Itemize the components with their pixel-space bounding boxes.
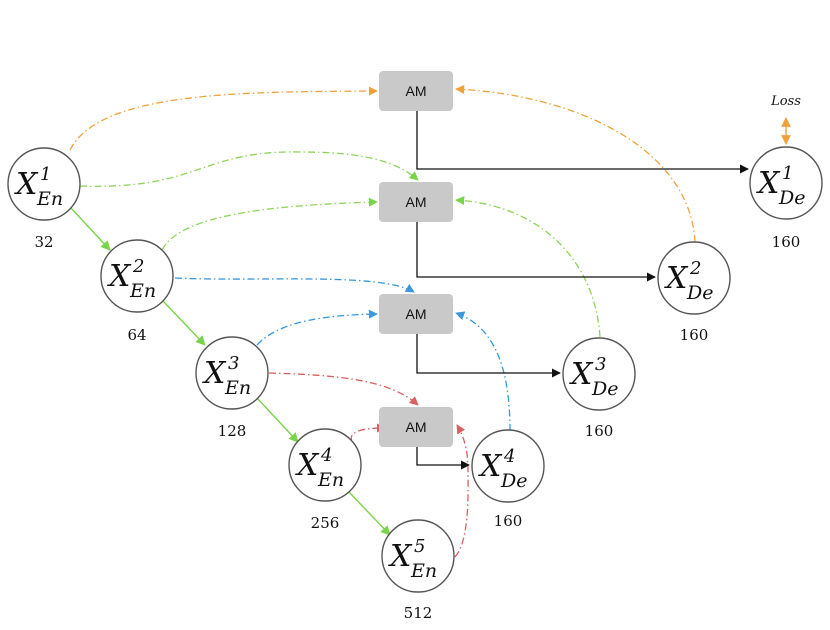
svg-text:3: 3 bbox=[228, 353, 239, 374]
channel-count: 160 bbox=[772, 233, 801, 251]
skip-level-3 bbox=[174, 277, 511, 432]
skip-green-encoder-1 bbox=[79, 151, 419, 187]
attention-module: AM bbox=[379, 71, 453, 111]
decoder-node-3: X 3 De 160 bbox=[562, 337, 636, 440]
loss-label: Loss bbox=[770, 94, 801, 109]
svg-text:3: 3 bbox=[595, 354, 606, 375]
svg-text:X: X bbox=[388, 539, 413, 574]
down-arrow-1-2 bbox=[69, 206, 111, 251]
am-label: AM bbox=[406, 83, 427, 99]
svg-text:4: 4 bbox=[320, 445, 332, 466]
skip-green-encoder-2 bbox=[161, 197, 378, 251]
encoder-downpath bbox=[69, 206, 391, 536]
encoder-node-2: X 2 En 64 bbox=[100, 239, 174, 344]
skip-blue-encoder-1 bbox=[174, 277, 415, 293]
channel-count: 128 bbox=[218, 422, 247, 440]
svg-text:X: X bbox=[569, 357, 594, 392]
down-arrow-3-4 bbox=[256, 397, 299, 443]
svg-text:De: De bbox=[500, 470, 527, 492]
am-label: AM bbox=[406, 419, 427, 435]
attention-module: AM bbox=[379, 182, 453, 222]
am2-to-de2 bbox=[416, 222, 656, 282]
svg-text:De: De bbox=[686, 282, 713, 304]
svg-text:2: 2 bbox=[132, 256, 144, 277]
skip-level-2 bbox=[79, 151, 601, 338]
encoder-node-5: X 5 En 512 bbox=[381, 519, 455, 622]
channel-count: 160 bbox=[585, 422, 614, 440]
svg-text:2: 2 bbox=[689, 258, 701, 279]
svg-text:X: X bbox=[756, 166, 781, 201]
svg-text:De: De bbox=[591, 378, 618, 400]
skip-green-decoder bbox=[455, 195, 601, 338]
channel-count: 32 bbox=[34, 233, 53, 251]
svg-text:5: 5 bbox=[414, 536, 425, 557]
svg-text:X: X bbox=[295, 448, 320, 483]
skip-blue-decoder bbox=[455, 311, 511, 432]
svg-text:En: En bbox=[129, 280, 156, 302]
svg-text:En: En bbox=[36, 188, 63, 210]
svg-text:X: X bbox=[202, 356, 227, 391]
svg-text:X: X bbox=[107, 259, 132, 294]
decoder-node-1: X 1 De 160 bbox=[749, 146, 823, 251]
attention-module: AM bbox=[379, 294, 453, 334]
am-outputs bbox=[416, 111, 749, 470]
svg-text:X: X bbox=[14, 167, 39, 202]
svg-text:En: En bbox=[410, 560, 437, 582]
skip-red-encoder-1 bbox=[268, 372, 419, 406]
svg-text:De: De bbox=[778, 187, 805, 209]
decoder-node-2: X 2 De 160 bbox=[657, 241, 731, 344]
skip-red-bottleneck bbox=[454, 424, 469, 558]
down-arrow-4-5 bbox=[348, 491, 391, 536]
skip-blue-encoder-2 bbox=[256, 309, 378, 346]
am1-to-de1 bbox=[416, 111, 749, 174]
am-label: AM bbox=[406, 194, 427, 210]
svg-text:En: En bbox=[224, 377, 251, 399]
svg-text:X: X bbox=[664, 261, 689, 296]
skip-orange-encoder bbox=[69, 86, 378, 151]
svg-text:1: 1 bbox=[40, 164, 51, 185]
am-label: AM bbox=[406, 306, 427, 322]
skip-orange-decoder bbox=[455, 84, 696, 243]
attention-module: AM bbox=[379, 407, 453, 447]
down-arrow-2-3 bbox=[161, 299, 206, 346]
encoder-node-1: X 1 En 32 bbox=[7, 147, 81, 251]
channel-count: 64 bbox=[127, 326, 146, 344]
channel-count: 160 bbox=[494, 512, 523, 530]
channel-count: 512 bbox=[404, 604, 433, 622]
channel-count: 160 bbox=[680, 326, 709, 344]
svg-text:X: X bbox=[478, 449, 503, 484]
am4-to-de4 bbox=[416, 447, 470, 470]
channel-count: 256 bbox=[311, 514, 340, 532]
encoder-node-3: X 3 En 128 bbox=[195, 336, 269, 440]
svg-text:En: En bbox=[317, 469, 344, 491]
encoder-node-4: X 4 En 256 bbox=[288, 428, 362, 532]
skip-level-1 bbox=[69, 84, 696, 243]
svg-text:1: 1 bbox=[782, 163, 793, 184]
svg-text:4: 4 bbox=[503, 446, 515, 467]
am3-to-de3 bbox=[416, 334, 561, 378]
decoder-node-4: X 4 De 160 bbox=[471, 429, 545, 530]
